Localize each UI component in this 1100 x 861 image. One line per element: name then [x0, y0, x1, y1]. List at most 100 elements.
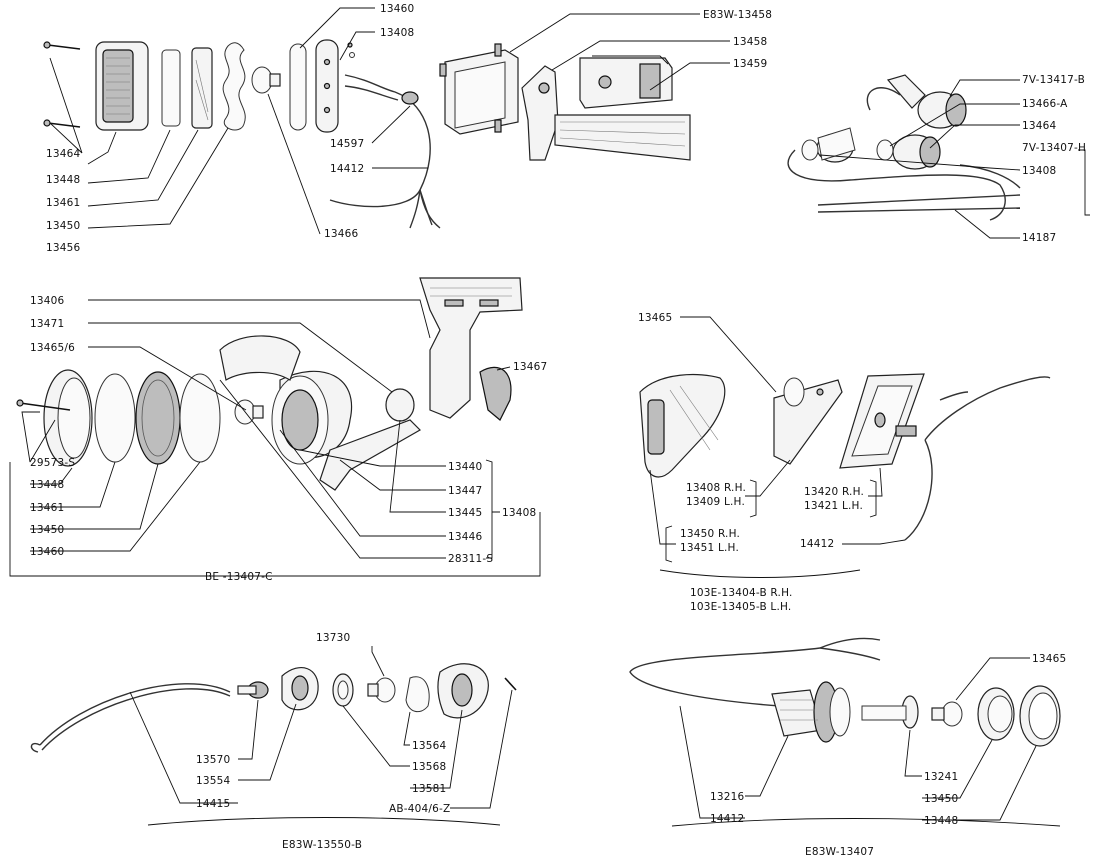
label-103e-13404-b: 103E-13404-B R.H.	[690, 587, 793, 599]
gasket-13461	[94, 373, 136, 463]
cover-13581	[437, 663, 489, 719]
bulb-13466-a	[876, 139, 894, 161]
label-13581: 13581	[412, 783, 446, 795]
label-14412: 14412	[330, 163, 364, 175]
cover-13467	[479, 366, 512, 421]
bracket-e83w-13458	[439, 43, 519, 135]
label-13464: 13464	[46, 148, 81, 160]
gasket-13461	[161, 49, 181, 127]
grommet-14597	[401, 91, 419, 105]
label-13448-f: 13448	[924, 815, 958, 827]
bulb-13465-6	[234, 399, 264, 425]
label-13471: 13471	[30, 318, 64, 330]
label-13420-rh: 13420 R.H.	[804, 486, 864, 498]
label-14415: 14415	[196, 798, 230, 810]
gasket-13456	[222, 42, 246, 131]
label-be-13407-c: BE -13407-C	[205, 571, 273, 583]
label-ab-404-6-z: AB-404/6-Z	[389, 803, 450, 815]
label-13465-f: 13465	[1032, 653, 1066, 665]
lens-13564	[405, 676, 430, 713]
screw-ab-404-6-z	[504, 677, 517, 691]
label-13450: 13450	[46, 220, 80, 232]
label-13570: 13570	[196, 754, 230, 766]
lamp-body-13216	[771, 681, 851, 743]
label-13461: 13461	[46, 197, 80, 209]
label-13456: 13456	[46, 242, 81, 254]
label-14597: 14597	[330, 138, 364, 150]
label-13466-a: 13466-A	[1022, 98, 1068, 110]
lamp-holder-7v-13417-b	[886, 74, 967, 129]
label-13406: 13406	[30, 295, 65, 307]
base-plate-13420	[839, 373, 925, 469]
lens-13450	[135, 371, 181, 465]
mounting-plate-13406	[419, 277, 523, 419]
group-e-tail-lamp-assembly	[30, 646, 517, 826]
wire-14412	[629, 637, 881, 707]
label-13554: 13554	[196, 775, 231, 787]
rim-13448	[1019, 685, 1061, 747]
label-13447: 13447	[448, 485, 482, 497]
mounting-bracket-13458	[521, 65, 559, 161]
label-13241: 13241	[924, 771, 958, 783]
wiring-14412	[904, 376, 1051, 541]
label-13461-c: 13461	[30, 502, 64, 514]
label-e83w-13458: E83W-13458	[703, 9, 772, 21]
gasket-13460	[179, 373, 221, 463]
label-13466: 13466	[324, 228, 359, 240]
group-f-stop-lamp-assembly	[629, 637, 1061, 827]
label-13408-c: 13408	[502, 507, 536, 519]
label-14187: 14187	[1022, 232, 1056, 244]
lamp-body-13440	[271, 370, 353, 465]
label-13408: 13408	[380, 27, 414, 39]
group-b-twin-lamp-assembly	[787, 74, 1090, 239]
bulb-13466	[251, 66, 281, 94]
lens-13450	[191, 47, 213, 129]
lamp-housing-13450	[639, 373, 726, 478]
label-13460-c: 13460	[30, 546, 64, 558]
wiring-harness-14412	[329, 74, 441, 229]
screw-29573-s	[19, 402, 71, 411]
label-13465-d: 13465	[638, 312, 672, 324]
gasket-13460	[289, 43, 307, 131]
bracket-plate-13459	[554, 55, 691, 161]
label-13408-rh: 13408 R.H.	[686, 482, 746, 494]
label-13450-f: 13450	[924, 793, 958, 805]
group-d-side-lamp-assembly	[639, 316, 1051, 578]
bracket-13447	[319, 419, 421, 491]
grommet-13570	[237, 681, 269, 699]
label-13408-b: 13408	[1022, 165, 1056, 177]
bulb-holder-13408	[773, 377, 843, 465]
label-13564: 13564	[412, 740, 447, 752]
label-13445: 13445	[448, 507, 482, 519]
group-c-round-lamp-assembly	[9, 277, 541, 577]
lamp-holder-plate-13408	[315, 39, 355, 133]
label-13446: 13446	[448, 531, 483, 543]
lamp-body-13448	[95, 41, 149, 131]
label-13458: 13458	[733, 36, 767, 48]
label-13730: 13730	[316, 632, 350, 644]
label-14412-f: 14412	[710, 813, 744, 825]
label-13450-rh: 13450 R.H.	[680, 528, 740, 540]
bracket-13445	[385, 388, 415, 422]
label-13448: 13448	[46, 174, 80, 186]
bulb-13465	[931, 701, 963, 727]
label-13460: 13460	[380, 3, 414, 15]
label-13409-lh: 13409 L.H.	[686, 496, 745, 508]
label-13421-lh: 13421 L.H.	[804, 500, 863, 512]
label-e83w-13550-b: E83W-13550-B	[282, 839, 362, 851]
lamp-rim-13448	[43, 369, 93, 467]
socket-13554	[281, 667, 319, 711]
label-e83w-13407: E83W-13407	[805, 846, 874, 858]
label-13450-c: 13450	[30, 524, 64, 536]
label-103e-13405-b: 103E-13405-B L.H.	[690, 601, 791, 613]
label-13465-6: 13465/6	[30, 342, 75, 354]
label-7v-13417-b: 7V-13417-B	[1022, 74, 1085, 86]
hood-13471	[219, 335, 301, 381]
group-a-rear-lamp-assembly	[43, 7, 730, 235]
label-13448-c: 13448	[30, 479, 64, 491]
label-13451-lh: 13451 L.H.	[680, 542, 739, 554]
label-7v-13407-h: 7V-13407-H	[1022, 142, 1086, 154]
washer-13568	[332, 673, 354, 707]
